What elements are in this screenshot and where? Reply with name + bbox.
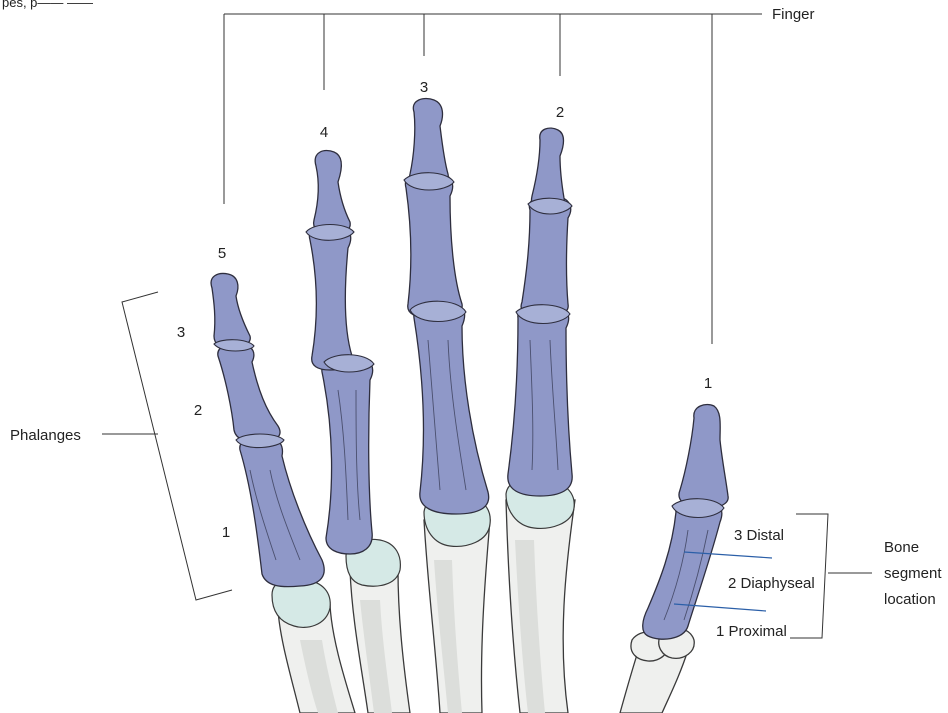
phalanx-number-2: 2 (194, 402, 202, 419)
finger-number-2: 2 (556, 104, 564, 121)
finger-5-middle (218, 344, 280, 443)
phalanges-bracket (102, 292, 232, 600)
bone-segment-title-line-1: Bone (884, 539, 919, 556)
finger-3-proximal (414, 302, 489, 514)
phalanx-number-3: 3 (177, 324, 185, 341)
finger-5-distal (211, 274, 250, 348)
finger-5-proximal (240, 436, 324, 587)
finger-1-phalanges (643, 405, 728, 640)
finger-4-phalanges (306, 151, 374, 554)
finger-number-1: 1 (704, 375, 712, 392)
finger-title: Finger (772, 6, 815, 23)
finger-3-middle (405, 172, 462, 318)
finger-number-5: 5 (218, 245, 226, 262)
phalanx-number-1: 1 (222, 524, 230, 541)
finger-number-4: 4 (320, 124, 328, 141)
bone-segment-title-line-3: location (884, 591, 936, 608)
finger-4-proximal (322, 356, 373, 554)
phalanges-title: Phalanges (10, 427, 81, 444)
thumb-distal (679, 405, 728, 509)
finger-2-proximal (508, 304, 572, 496)
finger-3-phalanges (404, 99, 489, 515)
finger-2-phalanges (508, 128, 572, 496)
header-fragment: pes, p—— —— (2, 0, 93, 10)
segment-proximal: 1 Proximal (716, 623, 787, 640)
segment-diaphyseal: 2 Diaphyseal (728, 575, 815, 592)
bone-segment-title-line-2: segment (884, 565, 942, 582)
segment-distal: 3 Distal (734, 527, 784, 544)
finger-4-distal (314, 151, 351, 234)
finger-leader-lines (224, 14, 762, 344)
finger-4-middle (309, 224, 352, 370)
finger-number-3: 3 (420, 79, 428, 96)
thumb-proximal (643, 499, 722, 639)
